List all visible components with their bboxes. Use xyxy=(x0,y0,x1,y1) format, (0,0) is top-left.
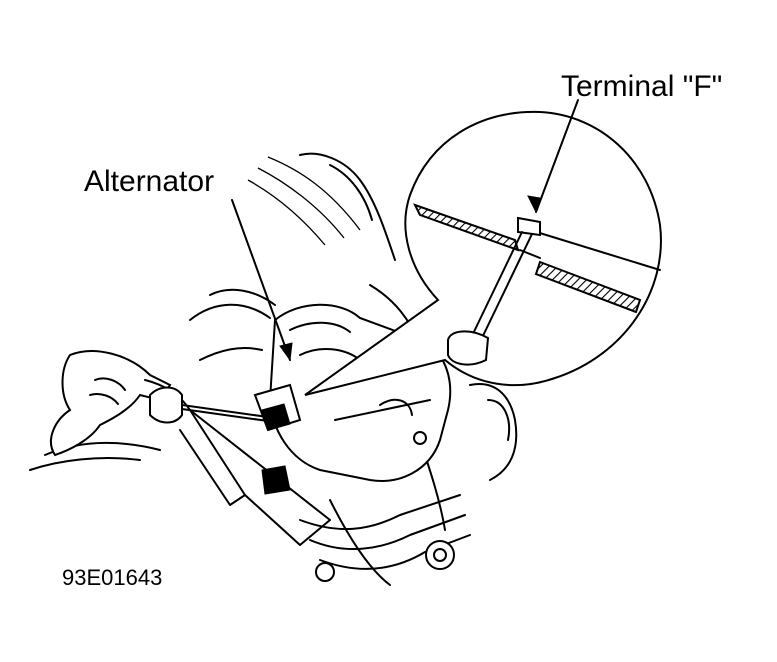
hoses xyxy=(299,494,471,582)
terminal-f-label: Terminal "F" xyxy=(561,70,723,103)
magnifier-callout xyxy=(304,110,662,396)
alternator-label: Alternator xyxy=(84,165,215,198)
screwdriver xyxy=(149,386,276,424)
engine-bay-lines xyxy=(29,152,518,586)
figure-code: 93E01643 xyxy=(62,565,163,590)
leader-lines xyxy=(231,99,579,362)
hand-illustration xyxy=(50,350,331,546)
